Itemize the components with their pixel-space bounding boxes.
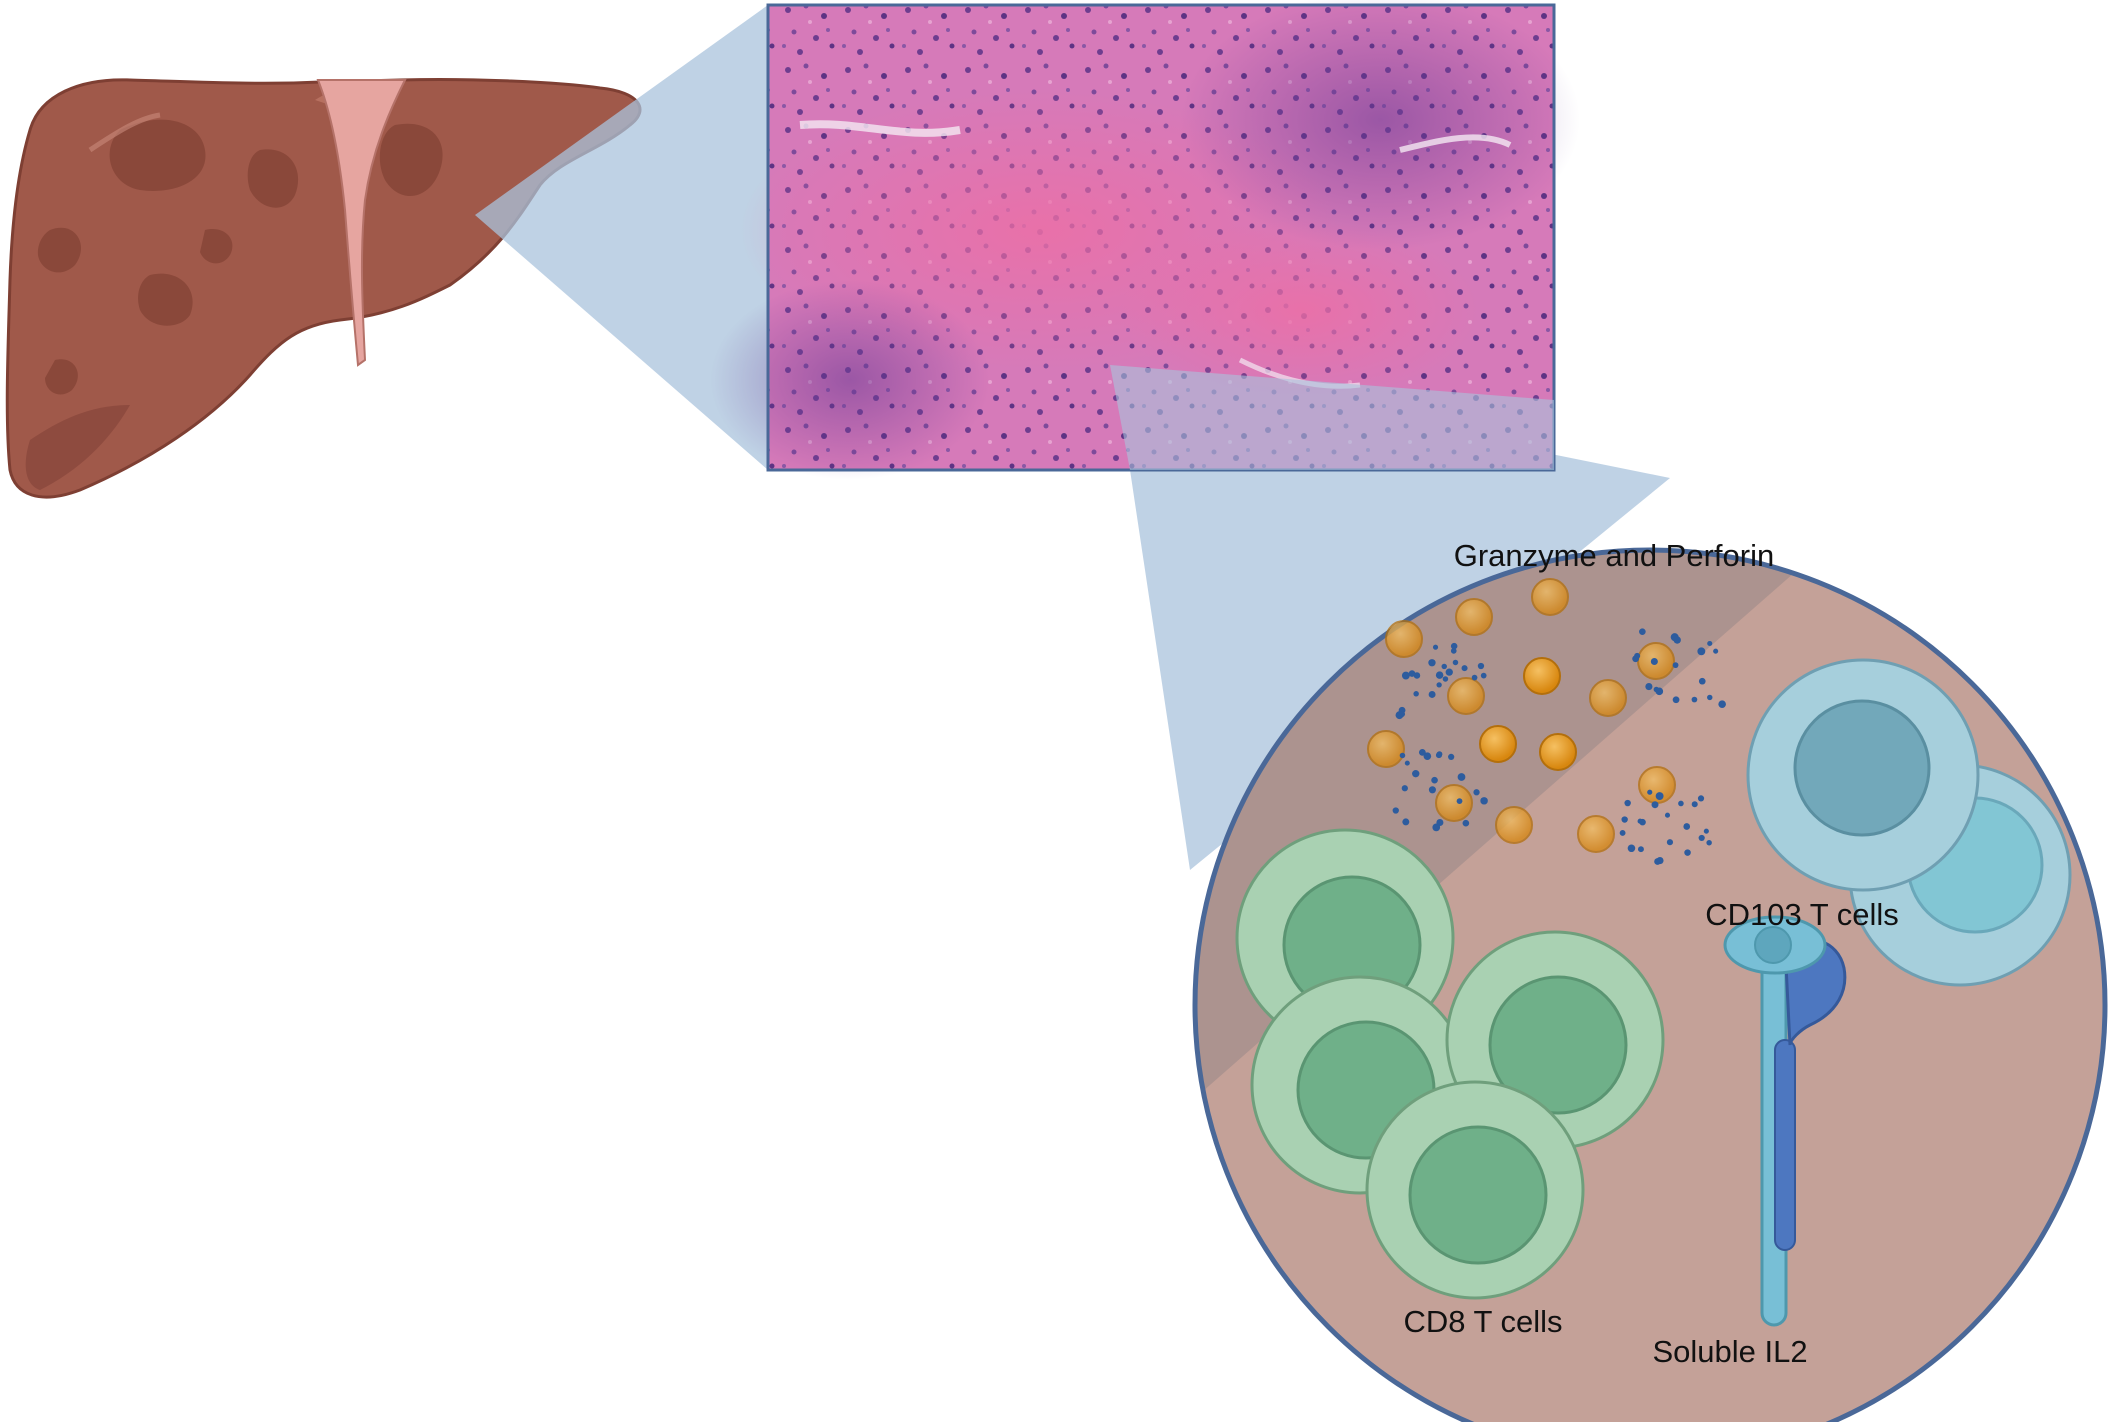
granule-icon: [1385, 620, 1423, 658]
perforin-dot: [1655, 687, 1664, 696]
perforin-dot: [1666, 839, 1674, 846]
granule-icon: [1523, 657, 1561, 695]
perforin-dot: [1450, 648, 1457, 654]
soluble-il2-receptor-icon: [1723, 915, 1847, 1327]
perforin-dot: [1401, 671, 1410, 680]
perforin-dot: [1637, 818, 1643, 824]
perforin-dot: [1428, 659, 1436, 667]
perforin-dot: [1480, 672, 1487, 679]
perforin-dot: [1684, 849, 1691, 856]
perforin-dot: [1691, 801, 1698, 808]
label-cd8-t-cells: CD8 T cells: [1403, 1304, 1562, 1339]
perforin-dot: [1673, 636, 1681, 644]
perforin-dot: [1402, 818, 1410, 826]
perforin-dot: [1713, 648, 1719, 654]
perforin-dot: [1428, 786, 1436, 794]
perforin-dot: [1651, 801, 1659, 809]
granule-icon: [1435, 784, 1473, 822]
perforin-dot: [1698, 834, 1705, 842]
granule-icon: [1589, 679, 1627, 717]
perforin-dot: [1639, 628, 1646, 635]
perforin-dot: [1413, 691, 1419, 697]
granule-icon: [1531, 578, 1569, 616]
perforin-dot: [1431, 776, 1438, 784]
perforin-dot: [1436, 682, 1442, 688]
perforin-dot: [1441, 663, 1447, 670]
perforin-dot: [1401, 785, 1408, 792]
granule-icon: [1447, 677, 1485, 715]
perforin-dot: [1698, 677, 1706, 685]
perforin-dot: [1462, 819, 1470, 827]
perforin-dot: [1664, 812, 1671, 818]
granzyme-perforin-group: [1367, 578, 1726, 865]
perforin-dot: [1456, 798, 1463, 805]
perforin-dot: [1448, 753, 1455, 761]
perforin-dot: [1691, 696, 1698, 703]
cd8-t-cell-icon: [1235, 828, 1665, 1300]
perforin-dot: [1450, 642, 1458, 650]
granule-icon: [1455, 598, 1493, 636]
perforin-dot: [1655, 792, 1664, 800]
perforin-dot: [1637, 846, 1644, 853]
perforin-dot: [1619, 830, 1626, 836]
perforin-dot: [1654, 858, 1661, 865]
perforin-dot: [1678, 800, 1684, 807]
perforin-dot: [1399, 711, 1406, 717]
cd103-t-cell-icon: [1746, 658, 2072, 987]
perforin-dot: [1435, 752, 1442, 759]
granule-icon: [1577, 815, 1615, 853]
perforin-dot: [1624, 799, 1631, 807]
perforin-dot: [1473, 789, 1480, 796]
perforin-dot: [1480, 797, 1488, 805]
label-cd103-t-cells: CD103 T cells: [1705, 897, 1899, 932]
perforin-dot: [1423, 752, 1432, 760]
zoom-cone-liver: [475, 5, 768, 470]
perforin-dot: [1445, 668, 1453, 676]
granule-icon: [1367, 730, 1405, 768]
perforin-dot: [1632, 655, 1640, 663]
perforin-dot: [1457, 773, 1466, 781]
histology-image: [710, 0, 1580, 480]
granule-icon: [1479, 725, 1517, 763]
perforin-dot: [1672, 662, 1679, 669]
granule-icon: [1495, 806, 1533, 844]
zoom-cone-histology: [1110, 365, 1670, 870]
perforin-dot: [1627, 844, 1636, 853]
perforin-dot: [1471, 674, 1478, 681]
perforin-dot: [1442, 676, 1449, 682]
perforin-dot: [1399, 752, 1406, 759]
perforin-dot: [1418, 748, 1426, 756]
label-granzyme-perforin: Granzyme and Perforin: [1454, 538, 1774, 573]
perforin-dot: [1672, 696, 1680, 704]
perforin-dot: [1477, 662, 1485, 670]
perforin-dot: [1647, 789, 1653, 795]
perforin-dot: [1452, 659, 1459, 666]
perforin-dot: [1621, 816, 1628, 823]
perforin-dot: [1392, 807, 1399, 814]
perforin-dot: [1718, 700, 1726, 708]
perforin-dot: [1707, 694, 1713, 701]
perforin-dot: [1645, 683, 1653, 691]
perforin-dot: [1683, 823, 1691, 830]
perforin-dot: [1697, 647, 1706, 656]
liver-organ-icon: [5, 77, 642, 499]
perforin-dot: [1461, 665, 1468, 672]
perforin-dot: [1432, 644, 1439, 650]
perforin-dot: [1408, 670, 1416, 677]
granule-icon: [1539, 733, 1577, 771]
perforin-dot: [1706, 839, 1712, 846]
perforin-dot: [1428, 691, 1436, 698]
perforin-dot: [1432, 823, 1441, 832]
perforin-dot: [1697, 795, 1705, 802]
perforin-dot: [1435, 671, 1444, 679]
perforin-dot: [1412, 769, 1420, 778]
perforin-dot: [1707, 640, 1713, 647]
perforin-dot: [1703, 828, 1709, 834]
perforin-dot: [1650, 657, 1658, 666]
perforin-dot: [1404, 760, 1410, 766]
label-soluble-il2: Soluble IL2: [1652, 1334, 1807, 1369]
